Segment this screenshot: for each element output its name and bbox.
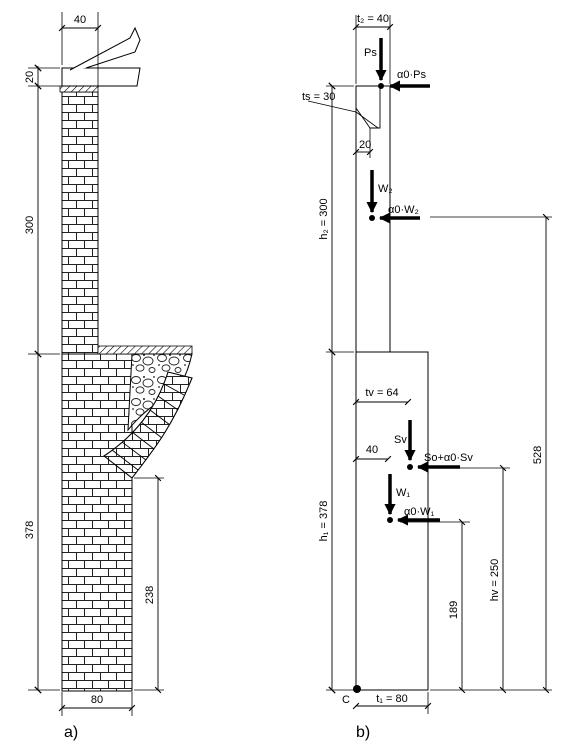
label-h1: h₁ = 378	[318, 501, 330, 542]
label-cap-thickness: 20	[24, 71, 36, 83]
force-w2: W₂ α0·W₂	[366, 170, 420, 224]
dim-heights-left: h₂ = 300 h₁ = 378	[318, 82, 354, 694]
label-offset-40: 40	[366, 444, 378, 456]
label-ps-horizontal: α0·Ps	[397, 69, 426, 81]
label-sv-horizontal: So+α0·Sv	[424, 452, 473, 464]
label-base-width: 80	[91, 694, 103, 706]
dim-ts: ts = 30	[302, 91, 379, 129]
panel-b: C t₂ = 40 ts = 30 20	[302, 13, 552, 741]
label-offset-20: 20	[359, 139, 371, 151]
label-lower-height: 378	[24, 521, 36, 539]
label-ts: ts = 30	[302, 91, 335, 103]
label-t1: t₁ = 80	[376, 693, 408, 705]
dim-top-width: 40	[58, 12, 102, 88]
left-extension-lines	[28, 67, 60, 691]
lower-wall-masonry	[61, 353, 133, 692]
label-h2: h₂ = 300	[318, 198, 330, 239]
force-w1: W₁ α0·W₁	[384, 474, 440, 526]
label-top-width: 40	[74, 14, 86, 26]
label-w2: W₂	[378, 183, 393, 195]
dim-vault-spring: 238	[134, 474, 164, 694]
label-point-c: C	[342, 694, 350, 706]
label-w2-horizontal: α0·W₂	[388, 204, 419, 216]
force-sv: Sv So+α0·Sv	[394, 420, 473, 473]
point-c-marker	[353, 685, 361, 693]
dim-base-width: 80	[58, 692, 136, 716]
dim-hv: hv = 250	[420, 464, 510, 694]
dim-offset-20: 20	[352, 128, 374, 158]
label-h-528: 528	[532, 446, 544, 464]
beam-seat-outline	[355, 86, 381, 129]
dim-t2: t₂ = 40	[352, 13, 394, 84]
top-hatched-cap	[59, 85, 99, 93]
roof-rafter	[69, 26, 141, 71]
label-vault-spring-height: 238	[144, 586, 156, 604]
vault-voussoir-joints	[111, 383, 185, 471]
label-hv: hv = 250	[489, 559, 501, 602]
label-tv: tv = 64	[365, 387, 398, 399]
label-t2: t₂ = 40	[357, 13, 389, 25]
label-upper-height: 300	[24, 216, 36, 234]
caption-b: b)	[356, 724, 370, 741]
caption-a: a)	[64, 724, 78, 741]
label-sv: Sv	[394, 434, 407, 446]
dim-h528: 528	[430, 213, 552, 694]
dim-offset-40: 40	[352, 444, 392, 463]
dim-t1: t₁ = 80	[352, 692, 432, 714]
dim-h189: 189	[400, 518, 470, 694]
vault-arch	[103, 371, 193, 479]
label-ps: Ps	[364, 47, 377, 59]
label-w1: W₁	[396, 487, 410, 499]
force-ps: Ps α0·Ps	[364, 38, 430, 92]
dim-tv: tv = 64	[352, 387, 412, 406]
panel-a: 40 20 300 378 238	[24, 12, 193, 741]
roof-beam	[61, 67, 141, 87]
upper-wall-masonry	[61, 91, 99, 355]
label-h-189: 189	[448, 601, 460, 619]
label-w1-horizontal: α0·W₁	[404, 506, 435, 518]
floor-hatched-slab	[97, 345, 193, 355]
